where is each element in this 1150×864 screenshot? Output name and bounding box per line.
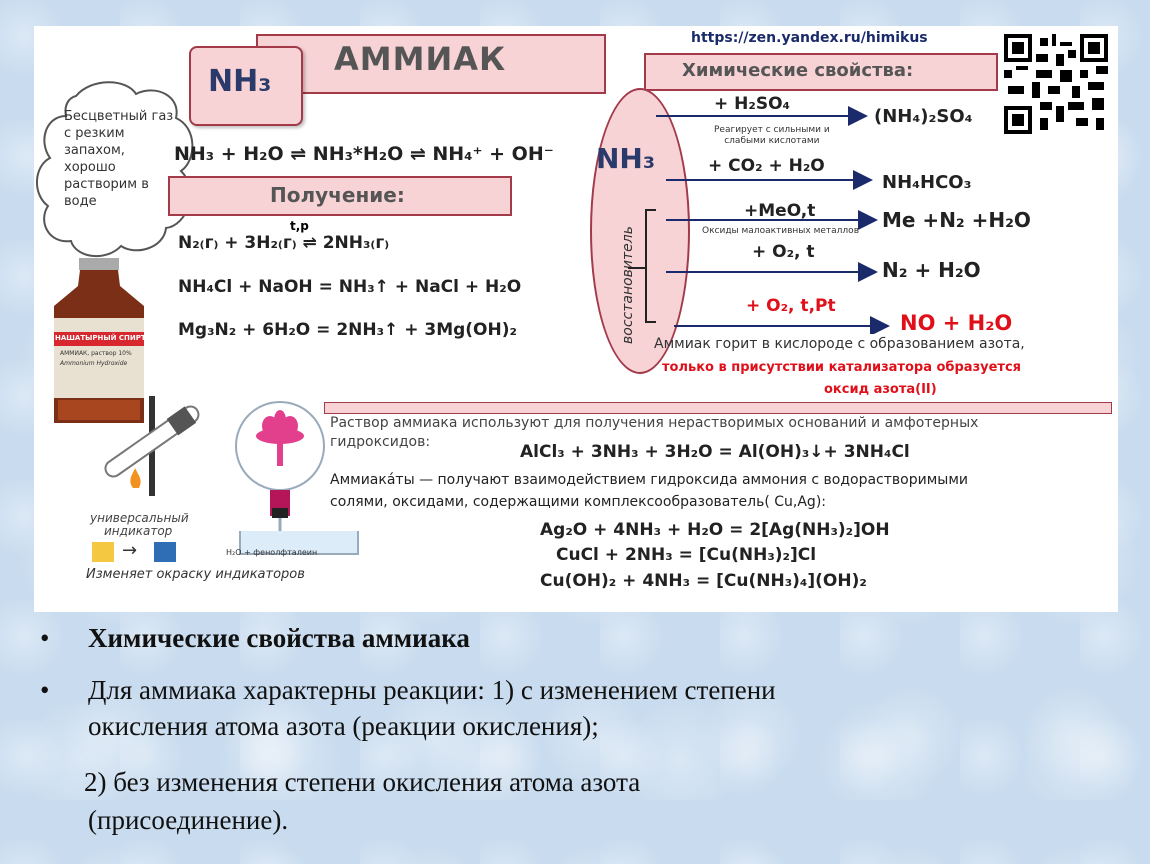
bubble-text: Бесцветный газ с резким запахом, хорошо … bbox=[64, 108, 173, 210]
bullet-1: Химические свойства аммиака bbox=[88, 623, 470, 653]
bottle-label-1: НАШАТЫРНЫЙ СПИРТ bbox=[55, 334, 146, 342]
production-eq-3: Mg₃N₂ + 6H₂O = 2NH₃↑ + 3Mg(OH)₂ bbox=[178, 320, 517, 340]
production-header: Получение: bbox=[270, 183, 405, 207]
reaction-reagent-2: + CO₂ + H₂O bbox=[708, 156, 825, 176]
formula-badge bbox=[189, 46, 303, 126]
bottle-label-2: АММИАК, раствор 10% bbox=[60, 350, 132, 357]
hydration-equation: NH₃ + H₂O ⇌ NH₃*H₂O ⇌ NH₄⁺ + OH⁻ bbox=[174, 143, 554, 165]
complex-eq-2: CuCl + 2NH₃ = [Cu(NH₃)₂]Cl bbox=[556, 545, 817, 565]
reaction-reagent-4: + O₂, t bbox=[752, 242, 815, 262]
bullet-3-line-2: (присоединение). bbox=[88, 805, 289, 835]
bullet-3-line-1: 2) без изменения степени окисления атома… bbox=[84, 767, 641, 797]
bullet-dot: • bbox=[40, 623, 50, 653]
flask-label: H₂O + фенолфталеин bbox=[226, 548, 318, 557]
source-url: https://zen.yandex.ru/himikus bbox=[691, 30, 928, 46]
bubble-line: Бесцветный газ bbox=[64, 109, 174, 124]
production-eq-2: NH₄Cl + NaOH = NH₃↑ + NaCl + H₂O bbox=[178, 277, 522, 297]
indicator-before-swatch bbox=[92, 542, 114, 562]
hydroxide-equation: AlCl₃ + 3NH₃ + 3H₂O = Al(OH)₃↓+ 3NH₄Cl bbox=[520, 442, 910, 462]
reaction-arrows bbox=[656, 106, 890, 334]
bottle-label-3: Ammonium Hydroxide bbox=[60, 360, 128, 367]
test-tube-illustration bbox=[104, 396, 200, 496]
production-eq-1: N₂₍г₎ + 3H₂₍г₎ ⇌ 2NH₃₍г₎ bbox=[178, 233, 390, 253]
production-box bbox=[168, 176, 512, 216]
reagent-oval bbox=[590, 88, 690, 374]
solution-text-2: гидроксидов: bbox=[330, 434, 431, 450]
catalyst-note-1: только в присутствии катализатора образу… bbox=[662, 360, 1022, 375]
bullet-2-line-1: Для аммиака характерны реакции: 1) с изм… bbox=[88, 675, 776, 705]
bubble-line: воде bbox=[64, 194, 97, 209]
reaction-product-4: N₂ + H₂O bbox=[882, 258, 981, 282]
reaction-product-2: NH₄HCO₃ bbox=[882, 172, 972, 193]
ammoniates-text-1: Аммиака́ты — получают взаимодействием ги… bbox=[330, 472, 968, 488]
reaction-product-3: Me +N₂ +H₂O bbox=[882, 208, 1031, 232]
complex-eq-3: Cu(OH)₂ + 4NH₃ = [Cu(NH₃)₄](OH)₂ bbox=[540, 571, 867, 591]
reaction-product-1: (NH₄)₂SO₄ bbox=[874, 106, 973, 127]
catalyst-note-2: оксид азота(II) bbox=[824, 382, 937, 397]
combustion-note: Аммиак горит в кислороде с образованием … bbox=[654, 336, 1025, 352]
bubble-line: хорошо bbox=[64, 160, 116, 175]
solution-text-1: Раствор аммиака используют для получения… bbox=[330, 415, 979, 431]
reaction-reagent-5: + O₂, t,Pt bbox=[746, 296, 836, 316]
reaction-note-3: Оксиды малоактивных металлов bbox=[702, 226, 859, 236]
ammoniates-text-2: солями, оксидами, содержащими комплексоо… bbox=[330, 494, 827, 510]
formula-badge-text: NH₃ bbox=[208, 64, 272, 99]
indicator-after-swatch bbox=[154, 542, 176, 562]
solution-divider bbox=[324, 402, 1112, 414]
fountain-flask-illustration bbox=[235, 401, 359, 555]
reaction-product-5: NO + H₂O bbox=[900, 311, 1013, 335]
title-box bbox=[256, 34, 606, 94]
oval-formula: NH₃ bbox=[596, 142, 656, 175]
bullet-2-line-2: окисления атома азота (реакции окисления… bbox=[88, 711, 599, 741]
complex-eq-1: Ag₂O + 4NH₃ + H₂O = 2[Ag(NH₃)₂]OH bbox=[540, 520, 890, 540]
bubble-line: с резким bbox=[64, 126, 125, 141]
infographic-poster: АММИАК NH₃ https://zen.yandex.ru/himikus… bbox=[34, 26, 1118, 612]
bullet-dot: • bbox=[40, 675, 50, 705]
reaction-reagent-3: +MeO,t bbox=[744, 201, 816, 221]
bubble-line: растворим в bbox=[64, 177, 149, 192]
indicator-caption: Изменяет окраску индикаторов bbox=[86, 567, 305, 582]
bubble-line: запахом, bbox=[64, 143, 125, 158]
chem-props-box bbox=[644, 53, 998, 91]
reducer-bracket bbox=[628, 209, 656, 323]
qr-code-icon bbox=[1004, 34, 1108, 134]
production-conditions: t,p bbox=[290, 219, 309, 233]
chem-props-header: Химические свойства: bbox=[682, 60, 914, 81]
arrow-right-icon: → bbox=[122, 540, 138, 561]
page-title: АММИАК bbox=[334, 40, 507, 78]
ammonia-bottle-image bbox=[54, 258, 144, 423]
reaction-reagent-1: + H₂SO₄ bbox=[714, 94, 790, 114]
